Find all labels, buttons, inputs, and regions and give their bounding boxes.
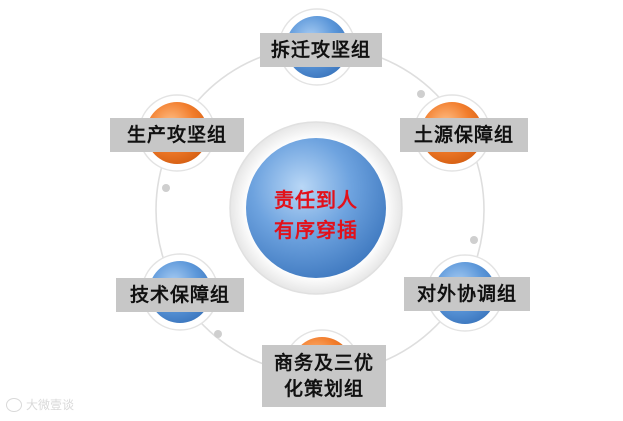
center-text-line1: 责任到人 xyxy=(274,188,358,212)
watermark-icon xyxy=(6,397,22,412)
orbit-dot xyxy=(470,236,478,244)
node-bottom-label: 商务及三优 化策划组 xyxy=(262,345,386,407)
center-circle xyxy=(246,138,386,278)
watermark-text: 大微壹谈 xyxy=(26,398,75,412)
center-text: 责任到人 有序穿插 xyxy=(238,175,394,255)
orbit-dot xyxy=(162,184,170,192)
node-top-label: 拆迁攻坚组 xyxy=(260,33,382,67)
watermark: 大微壹谈 xyxy=(6,396,74,413)
node-upper-left-label: 生产攻坚组 xyxy=(110,118,244,152)
node-upper-right-label: 土源保障组 xyxy=(400,118,528,152)
orbit-dot xyxy=(417,90,425,98)
node-lower-right-label: 对外协调组 xyxy=(404,277,530,311)
center-text-line2: 有序穿插 xyxy=(274,218,358,242)
orbit-dot xyxy=(214,330,222,338)
node-lower-left-label: 技术保障组 xyxy=(116,278,244,312)
